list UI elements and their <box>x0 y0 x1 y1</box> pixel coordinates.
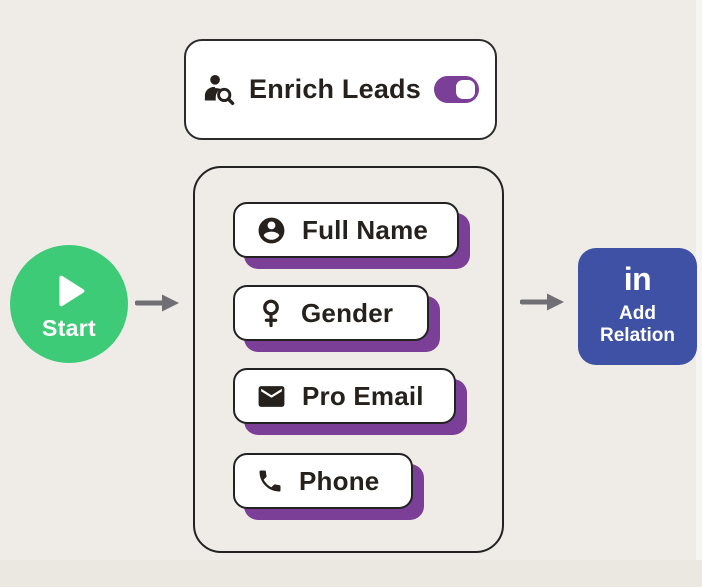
start-node[interactable]: Start <box>10 245 128 363</box>
field-button-full-name[interactable]: Full Name <box>233 202 459 258</box>
linkedin-add-relation-node[interactable]: in Add Relation <box>578 248 697 365</box>
enrich-leads-card[interactable]: Enrich Leads <box>184 39 497 140</box>
add-relation-label: Add Relation <box>600 303 675 347</box>
bottom-edge-band <box>0 560 702 587</box>
fields-group-container <box>193 166 504 553</box>
toggle-knob <box>455 80 475 99</box>
field-button-gender[interactable]: Gender <box>233 285 429 341</box>
envelope-icon <box>256 381 287 412</box>
field-button-phone[interactable]: Phone <box>233 453 413 509</box>
field-button-pro-email[interactable]: Pro Email <box>233 368 456 424</box>
arrow-start-to-group <box>134 292 181 314</box>
arrow-group-to-linkedin <box>519 291 566 313</box>
field-label: Pro Email <box>302 380 424 411</box>
field-label: Full Name <box>302 214 429 245</box>
person-search-icon <box>202 73 236 107</box>
field-label: Gender <box>301 297 394 328</box>
field-label: Phone <box>299 465 380 496</box>
enrich-leads-toggle[interactable] <box>433 76 479 103</box>
right-edge-strip <box>696 0 702 587</box>
start-label: Start <box>42 315 96 341</box>
play-icon <box>46 268 92 314</box>
female-icon <box>256 298 286 328</box>
phone-icon <box>256 467 284 495</box>
linkedin-logo-icon: in <box>623 261 652 297</box>
person-circle-icon <box>256 215 287 246</box>
enrich-leads-label: Enrich Leads <box>249 74 421 104</box>
